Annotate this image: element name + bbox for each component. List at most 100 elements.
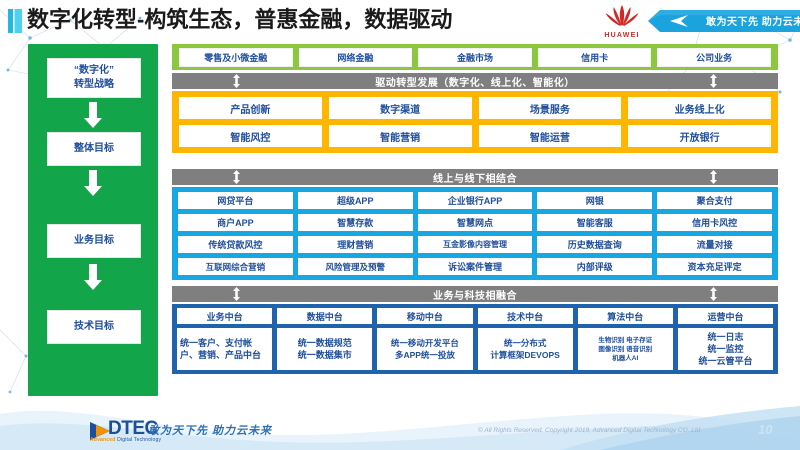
- strategy-item-2-label: 业务目标: [74, 235, 114, 246]
- blue-row: 网贷平台 超级APP 企业银行APP 网银 聚合支付: [178, 192, 772, 209]
- navy-column-body[interactable]: 统一数据规范 统一数据集市: [277, 328, 373, 370]
- navy-column: 运营中台 统一日志 统一监控 统一云管平台: [677, 308, 774, 370]
- navy-section-bar-label: 业务与科技相融合: [433, 290, 517, 302]
- orange-row: 产品创新 数字渠道 场景服务 业务线上化: [179, 97, 771, 119]
- down-arrow-icon-3: [84, 264, 102, 290]
- blue-cell[interactable]: 网贷平台: [178, 192, 293, 209]
- navy-column: 算法中台 生物识别 电子存证 图像识别 语音识别 机器人AI: [577, 308, 673, 370]
- orange-row: 智能风控 智能营销 智能运营 开放银行: [179, 125, 771, 147]
- blue-cell[interactable]: 内部评级: [537, 258, 653, 275]
- strategy-item-3-label: 技术目标: [74, 321, 114, 332]
- orange-cell[interactable]: 业务线上化: [628, 97, 771, 119]
- blue-cell[interactable]: 历史数据查询: [537, 236, 653, 253]
- blue-cell[interactable]: 智慧网点: [417, 214, 533, 231]
- navy-column-head[interactable]: 运营中台: [677, 308, 774, 324]
- navy-column-head[interactable]: 业务中台: [177, 308, 273, 324]
- blue-cell[interactable]: 智慧存款: [297, 214, 413, 231]
- business-line-cell[interactable]: 金融市场: [418, 47, 532, 67]
- blue-cell[interactable]: 商户APP: [178, 214, 293, 231]
- blue-cell[interactable]: 流量对接: [657, 236, 772, 253]
- blue-cell[interactable]: 资本充足评定: [657, 258, 772, 275]
- navy-column-head[interactable]: 移动中台: [377, 308, 473, 324]
- blue-cell[interactable]: 信用卡风控: [657, 214, 772, 231]
- orange-cell[interactable]: 产品创新: [179, 97, 322, 119]
- orange-cell[interactable]: 智能运营: [478, 125, 622, 147]
- blue-cell[interactable]: 诉讼案件管理: [417, 258, 533, 275]
- strategy-item-0-label: “数字化” 转型战略: [74, 65, 114, 90]
- blue-row: 互联网综合营销 风险管理及预警 诉讼案件管理 内部评级 资本充足评定: [178, 258, 772, 275]
- navy-column-body[interactable]: 统一客户、支付帐户、营销、产品中台: [177, 328, 273, 370]
- header: 数字化转型-构筑生态，普惠金融，数据驱动 HUAWEI 敢为天下先 助力云未来: [0, 0, 800, 40]
- slogan-ribbon-text: 敢为天下先 助力云未来: [706, 17, 800, 28]
- content-column: 零售及小微金融 网络金融 金融市场 信用卡 公司业务 驱动转型发展（数字化、线上…: [172, 40, 778, 398]
- strategy-item-1-label: 整体目标: [74, 143, 114, 154]
- business-line-row: 零售及小微金融 网络金融 金融市场 信用卡 公司业务: [172, 44, 778, 70]
- blue-cell[interactable]: 智能客服: [537, 214, 653, 231]
- footer: DTEC Advanced Digital Technology 敢为天下先 助…: [0, 410, 800, 450]
- navy-column-head[interactable]: 数据中台: [277, 308, 373, 324]
- strategy-item-2[interactable]: 业务目标: [47, 224, 141, 258]
- orange-cell[interactable]: 场景服务: [478, 97, 622, 119]
- orange-cell[interactable]: 智能营销: [328, 125, 472, 147]
- navy-grid: 业务中台 统一客户、支付帐户、营销、产品中台 数据中台 统一数据规范 统一数据集…: [172, 304, 778, 374]
- blue-grid: 网贷平台 超级APP 企业银行APP 网银 聚合支付 商户APP 智慧存款 智慧…: [172, 187, 778, 280]
- blue-section-bar: 线上与线下相结合: [172, 169, 778, 185]
- navy-section: 业务与科技相融合 业务中台 统一客户、支付帐户、营销、产品中台 数据中台 统一数…: [172, 286, 778, 374]
- orange-section: 驱动转型发展（数字化、线上化、智能化） 产品创新 数字渠道 场景服务 业务线上化…: [172, 73, 778, 153]
- updown-arrow-icon: [233, 287, 240, 301]
- business-line-cell[interactable]: 零售及小微金融: [179, 47, 293, 67]
- navy-column: 移动中台 统一移动开发平台 多APP统一投放: [377, 308, 473, 370]
- slide-body: “数字化” 转型战略 整体目标 业务目标 技术目标: [0, 40, 800, 410]
- strategy-item-3[interactable]: 技术目标: [47, 310, 141, 344]
- navy-column-body[interactable]: 生物识别 电子存证 图像识别 语音识别 机器人AI: [577, 328, 673, 370]
- strategy-item-0[interactable]: “数字化” 转型战略: [47, 58, 141, 98]
- navy-column-head[interactable]: 技术中台: [477, 308, 573, 324]
- footer-slogan: 敢为天下先 助力云未来: [148, 425, 273, 437]
- blue-cell[interactable]: 企业银行APP: [417, 192, 533, 209]
- dtec-tagline-bold: Advanced: [90, 437, 116, 443]
- blue-cell[interactable]: 传统贷款风控: [178, 236, 293, 253]
- navy-column: 业务中台 统一客户、支付帐户、营销、产品中台: [177, 308, 273, 370]
- blue-cell[interactable]: 风险管理及预警: [297, 258, 413, 275]
- updown-arrow-icon: [710, 170, 717, 184]
- blue-cell[interactable]: 理财营销: [297, 236, 413, 253]
- huawei-wordmark: HUAWEI: [604, 32, 640, 39]
- orange-cell[interactable]: 智能风控: [179, 125, 322, 147]
- blue-row: 传统贷款风控 理财营销 互金影像内容管理 历史数据查询 流量对接: [178, 236, 772, 253]
- down-arrow-icon-2: [84, 170, 102, 196]
- strategy-column: “数字化” 转型战略 整体目标 业务目标 技术目标: [28, 44, 158, 396]
- orange-cell[interactable]: 数字渠道: [328, 97, 472, 119]
- huawei-logo: HUAWEI: [596, 3, 648, 39]
- updown-arrow-icon: [233, 170, 240, 184]
- business-line-cell[interactable]: 信用卡: [537, 47, 652, 67]
- huawei-flower-icon: [605, 5, 639, 26]
- business-line-cell[interactable]: 网络金融: [298, 47, 413, 67]
- orange-cell[interactable]: 开放银行: [628, 125, 771, 147]
- blue-cell[interactable]: 网银: [537, 192, 653, 209]
- strategy-item-1[interactable]: 整体目标: [47, 132, 141, 166]
- blue-cell[interactable]: 互联网综合营销: [178, 258, 293, 275]
- page-number: 10: [758, 422, 773, 437]
- down-arrow-icon-1: [84, 102, 102, 128]
- updown-arrow-icon: [710, 287, 717, 301]
- navy-column: 数据中台 统一数据规范 统一数据集市: [277, 308, 373, 370]
- updown-arrow-icon: [710, 74, 717, 88]
- page-title: 数字化转型-构筑生态，普惠金融，数据驱动: [27, 7, 453, 32]
- copyright-text: © All Rights Reserved. Copyright 2019, A…: [478, 427, 701, 434]
- blue-cell[interactable]: 超级APP: [297, 192, 413, 209]
- navy-column-head[interactable]: 算法中台: [577, 308, 673, 324]
- business-line-cell[interactable]: 公司业务: [657, 47, 771, 67]
- navy-column-body[interactable]: 统一日志 统一监控 统一云管平台: [677, 328, 774, 370]
- orange-section-bar: 驱动转型发展（数字化、线上化、智能化）: [172, 73, 778, 89]
- navy-column-body[interactable]: 统一分布式 计算框架DEVOPS: [477, 328, 573, 370]
- blue-cell[interactable]: 互金影像内容管理: [417, 236, 533, 253]
- navy-column-body[interactable]: 统一移动开发平台 多APP统一投放: [377, 328, 473, 370]
- navy-section-bar: 业务与科技相融合: [172, 286, 778, 302]
- updown-arrow-icon: [233, 74, 240, 88]
- title-accent-bar: [8, 9, 22, 33]
- blue-section-bar-label: 线上与线下相结合: [433, 173, 517, 185]
- blue-row: 商户APP 智慧存款 智慧网点 智能客服 信用卡风控: [178, 214, 772, 231]
- blue-cell[interactable]: 聚合支付: [657, 192, 772, 209]
- orange-section-bar-label: 驱动转型发展（数字化、线上化、智能化）: [375, 77, 575, 89]
